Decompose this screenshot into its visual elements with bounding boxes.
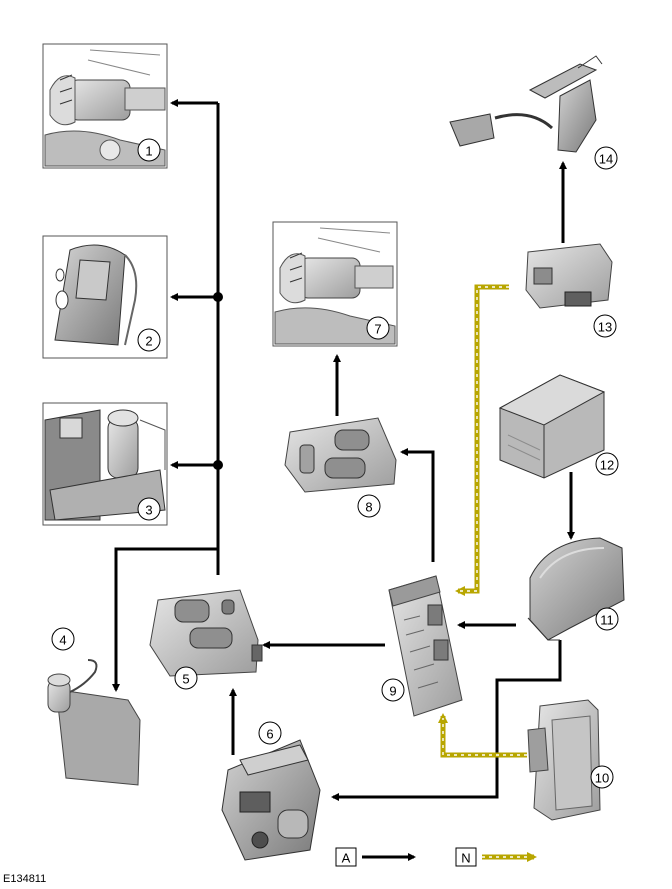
callout-9 <box>381 678 405 702</box>
component-4-heater-mat <box>47 659 141 786</box>
callout-5 <box>174 666 198 690</box>
callout-11-label: 11 <box>600 613 614 628</box>
legend-n: N <box>455 847 537 867</box>
callout-2-label: 2 <box>145 334 152 349</box>
black-connection-lines <box>112 99 575 801</box>
component-8-memory-switch-pack <box>284 417 397 493</box>
callout-2 <box>137 328 161 352</box>
arrow-11-to-6 <box>331 640 562 801</box>
legend: A N <box>335 847 537 867</box>
component-5-seat-switch-pack <box>149 589 263 677</box>
network-10-to-9 <box>438 713 527 758</box>
junction-dot-3 <box>213 460 223 470</box>
component-10-module <box>527 699 601 821</box>
component-14-column-harness <box>449 55 603 153</box>
legend-a: A <box>335 847 416 867</box>
component-9-seat-control-module <box>388 575 463 717</box>
component-11-junction-box <box>527 537 625 641</box>
legend-n-label: N <box>461 851 470 866</box>
component-7-steering-column <box>272 221 398 347</box>
arrow-to-item-4 <box>112 547 218 692</box>
callout-4-label: 4 <box>59 633 66 648</box>
component-12-battery <box>498 374 606 479</box>
callout-13 <box>593 314 617 338</box>
callout-1-label: 1 <box>145 144 152 159</box>
figure-reference: E134811 <box>3 873 46 885</box>
callout-6-label: 6 <box>266 727 273 742</box>
callout-11 <box>595 607 619 631</box>
callout-5-label: 5 <box>182 672 189 687</box>
callout-6 <box>258 721 282 745</box>
component-6-seat-motor-assembly <box>221 739 321 861</box>
callout-4 <box>51 627 75 651</box>
callout-8-label: 8 <box>365 500 372 515</box>
junction-dot-2 <box>213 292 223 302</box>
callout-7 <box>366 316 390 340</box>
callouts <box>51 138 619 789</box>
callout-12-label: 12 <box>600 458 614 473</box>
legend-a-label: A <box>342 851 351 866</box>
callout-14 <box>594 146 618 170</box>
callout-3-label: 3 <box>145 503 152 518</box>
callout-10-label: 10 <box>595 771 609 786</box>
callout-9-label: 9 <box>389 684 396 699</box>
callout-13-label: 13 <box>598 320 612 335</box>
callout-7-label: 7 <box>374 322 381 337</box>
callout-3 <box>137 497 161 521</box>
component-1-steering-column-motor <box>42 43 168 169</box>
callout-1 <box>137 138 161 162</box>
network-lines <box>438 284 527 758</box>
arrow-9-to-8 <box>400 448 435 562</box>
callout-12 <box>595 452 619 476</box>
callout-14-label: 14 <box>599 152 613 167</box>
callout-10 <box>590 765 614 789</box>
component-13-control-module <box>525 243 613 309</box>
callout-8 <box>357 494 381 518</box>
